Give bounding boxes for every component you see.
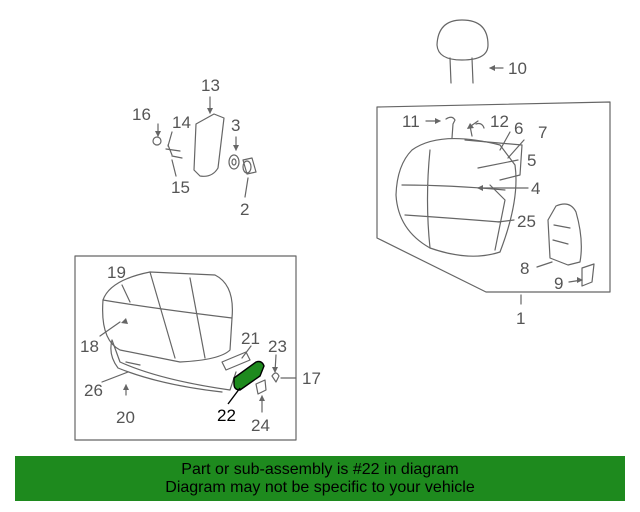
callout-26: 26	[84, 381, 103, 400]
arrowheads	[121, 65, 583, 401]
banner-line-disclaimer: Diagram may not be specific to your vehi…	[165, 479, 475, 496]
callout-11: 11	[402, 112, 420, 131]
cushion-frame-part-20	[110, 339, 237, 393]
headrest-part	[436, 19, 489, 84]
callout-18: 18	[80, 337, 99, 356]
highlighted-part-22	[227, 360, 265, 405]
callout-19: 19	[107, 263, 126, 282]
callout-3: 3	[231, 116, 240, 135]
armrest-part-13	[193, 113, 225, 177]
clip-part-24	[255, 379, 267, 395]
callout-6: 6	[514, 119, 523, 138]
callout-17: 17	[302, 369, 321, 388]
parts-diagram: 10 11 12 6 7 5 4 25 8 9 1 13 3 2 16 14 1…	[74, 19, 611, 441]
callout-8: 8	[520, 259, 529, 278]
callout-23: 23	[268, 337, 287, 356]
trim-part-21	[221, 351, 251, 371]
callout-13: 13	[201, 76, 220, 95]
bolt-parts-14-15-16	[152, 136, 183, 159]
cap-part-9	[581, 263, 595, 287]
callout-25: 25	[517, 212, 536, 231]
callout-12: 12	[490, 112, 509, 131]
callout-15: 15	[171, 178, 190, 197]
sleeve-part-2	[242, 157, 257, 175]
banner-line-part: Part or sub-assembly is #22 in diagram	[181, 461, 459, 478]
seat-back-group-outline	[376, 101, 611, 293]
callout-22: 22	[217, 406, 236, 425]
callout-16: 16	[132, 105, 151, 124]
callout-9: 9	[554, 274, 563, 293]
callout-20: 20	[116, 408, 135, 427]
callout-2: 2	[240, 200, 249, 219]
callout-24: 24	[251, 416, 270, 435]
seat-back-part	[395, 138, 523, 257]
callout-4: 4	[531, 179, 540, 198]
callout-1: 1	[516, 309, 525, 328]
callout-5: 5	[527, 151, 536, 170]
bushing-part-3	[228, 154, 240, 170]
callout-7: 7	[538, 123, 547, 142]
clip-part-23	[271, 372, 280, 383]
part-info-banner: Part or sub-assembly is #22 in diagram D…	[15, 456, 625, 501]
leader-lines	[99, 67, 583, 413]
callout-10: 10	[508, 59, 527, 78]
callout-21: 21	[241, 329, 260, 348]
seat-cushion-group-outline	[74, 255, 297, 441]
side-panel-part-8	[547, 203, 582, 266]
seat-cushion-part	[102, 271, 233, 363]
callout-14: 14	[172, 113, 191, 132]
pin-part-11	[445, 116, 456, 139]
